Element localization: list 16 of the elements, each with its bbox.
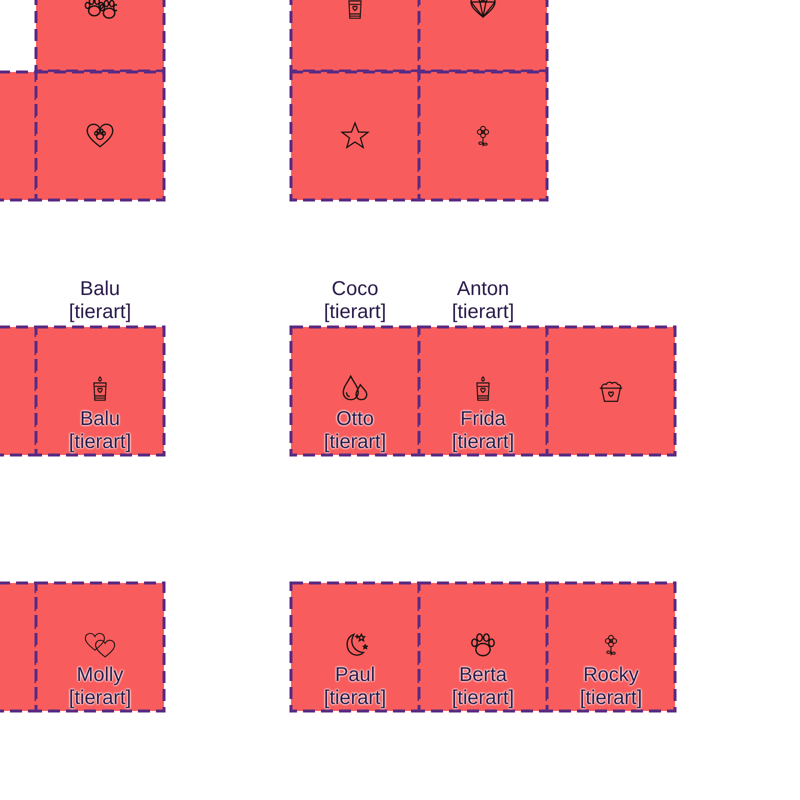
- tile-card: [547, 583, 675, 711]
- tile-label: Balu [tierart]: [68, 408, 132, 454]
- tile-label: Paul [tierart]: [324, 664, 386, 710]
- tile-label: Molly [tierart]: [68, 664, 132, 710]
- tile-label: Rocky [tierart]: [580, 664, 642, 710]
- tile-heading: Balu [tierart]: [68, 278, 132, 324]
- tile-card: [547, 327, 675, 455]
- tile-card: [291, 72, 419, 200]
- tile-card: [419, 72, 547, 200]
- tile-card: [419, 583, 547, 711]
- tile-card: [291, 583, 419, 711]
- tile-heading: Anton [tierart]: [452, 278, 514, 324]
- tile-label: Berta [tierart]: [452, 664, 514, 710]
- tile-heading: Coco [tierart]: [324, 278, 386, 324]
- tile-label: Frida [tierart]: [452, 408, 514, 454]
- tile-label: Otto [tierart]: [324, 408, 386, 454]
